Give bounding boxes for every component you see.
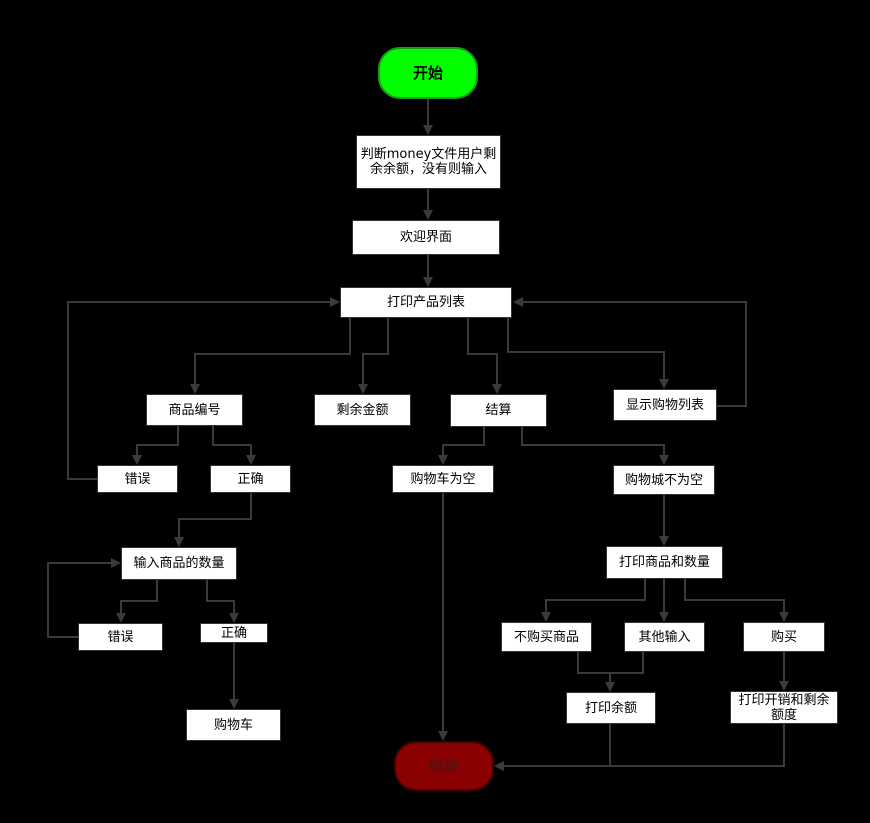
buy-node: 购买 <box>743 622 825 652</box>
edge-printbalance-end <box>494 724 611 771</box>
edge-nobuy-printbalance <box>577 652 615 692</box>
show-cart-node: 显示购物列表 <box>613 389 717 421</box>
edge-print-balance <box>358 318 389 394</box>
edge-printcost-end <box>610 724 785 767</box>
print-cost-node: 打印开销和剩余额度 <box>730 691 838 724</box>
input-qty-node: 输入商品的数量 <box>121 547 237 580</box>
product-no-node: 商品编号 <box>146 394 243 426</box>
no-buy-node: 不购买商品 <box>501 622 592 652</box>
edge-error1-print <box>67 297 340 480</box>
cart-not-empty-node: 购物城不为空 <box>613 465 715 495</box>
balance-node: 剩余金额 <box>314 394 411 426</box>
welcome-node: 欢迎界面 <box>352 220 500 255</box>
print-goods-qty-node: 打印商品和数量 <box>606 546 723 579</box>
edge-productno-correct1 <box>212 426 256 465</box>
edge-printgoods-buy <box>684 579 789 622</box>
correct2-node: 正确 <box>200 623 268 643</box>
check-money-node: 判断money文件用户剩余余额，没有则输入 <box>356 135 501 189</box>
print-products-node: 打印产品列表 <box>340 287 512 318</box>
edge-correct1-inputqty <box>174 493 252 547</box>
other-input-node: 其他输入 <box>624 622 705 652</box>
start-node: 开始 <box>378 47 478 99</box>
edge-print-checkout <box>467 318 502 394</box>
edge-error2-inputqty <box>47 558 121 638</box>
edge-print-showcart <box>507 318 669 389</box>
end-node: 结束 <box>394 741 494 791</box>
cart-empty-node: 购物车为空 <box>392 465 494 493</box>
error1-node: 错误 <box>97 465 178 493</box>
edge-showcart-print <box>513 297 747 407</box>
print-balance-node: 打印余额 <box>566 692 656 724</box>
edge-printgoods-nobuy <box>541 579 646 622</box>
edge-other-printbalance <box>610 652 644 674</box>
edge-productno-error1 <box>132 426 179 465</box>
edge-inputqty-correct2 <box>206 580 239 623</box>
correct1-node: 正确 <box>210 465 291 493</box>
edge-print-productno <box>190 318 351 394</box>
error2-node: 错误 <box>78 623 163 651</box>
checkout-node: 结算 <box>450 394 547 427</box>
edge-checkout-empty <box>438 427 485 465</box>
edge-inputqty-error2 <box>116 580 158 623</box>
cart-node: 购物车 <box>186 709 281 741</box>
edge-checkout-notempty <box>521 427 669 465</box>
